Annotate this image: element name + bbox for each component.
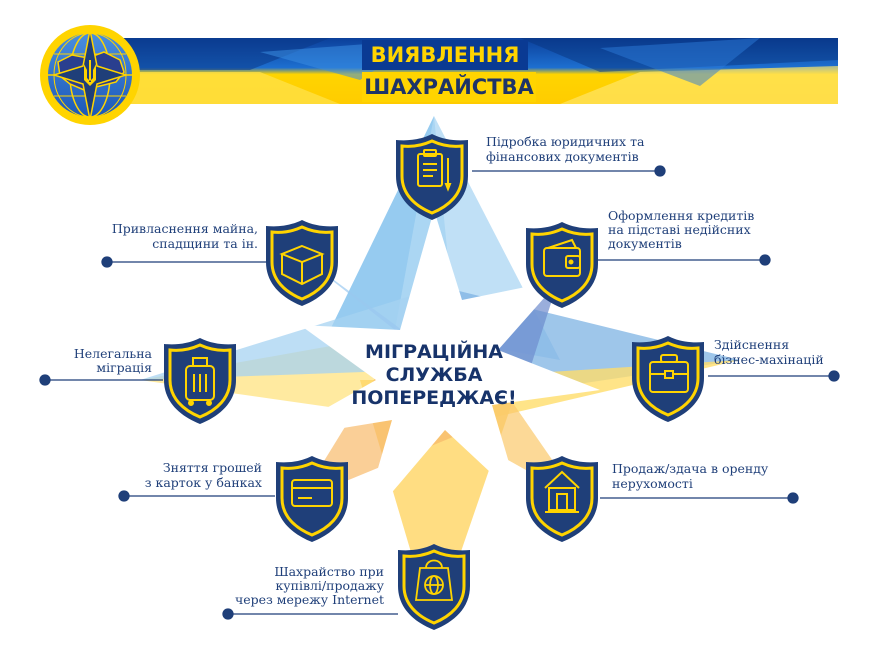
label-line: Оформлення кредитів xyxy=(608,208,754,223)
item-property-theft xyxy=(264,218,340,308)
connector-dot xyxy=(101,256,113,268)
label-card-fraud: Зняття грошей з карток у банках xyxy=(145,460,262,490)
title-line2-box xyxy=(362,72,536,102)
label-line: через мережу Internet xyxy=(235,592,384,607)
label-line: нерухомості xyxy=(612,476,693,491)
item-real-estate xyxy=(524,454,600,544)
connector-dot xyxy=(759,254,771,266)
banner-stripe xyxy=(118,38,330,70)
star-center xyxy=(270,210,600,530)
label-document-forgery: Підробка юридичних та фінансових докумен… xyxy=(486,134,645,164)
label-illegal-migration: Нелегальна міграція xyxy=(74,346,153,375)
connector-dot xyxy=(654,165,666,177)
label-real-estate: Продаж/здача в оренду нерухомості xyxy=(612,461,769,491)
center-line3: ПОПЕРЕДЖАЄ! xyxy=(351,387,516,409)
label-line: з карток у банках xyxy=(145,475,262,490)
label-line: Привласнення майна, xyxy=(112,221,258,236)
connector-lines xyxy=(39,165,840,620)
house-icon xyxy=(544,470,580,513)
label-line: міграція xyxy=(96,360,152,375)
label-credit-fraud: Оформлення кредитів на підставі недійсни… xyxy=(608,208,754,251)
luggage-icon xyxy=(185,357,215,406)
label-line: Нелегальна xyxy=(74,346,153,361)
banner-stripe xyxy=(600,38,760,86)
connector-dot xyxy=(828,370,840,382)
wallet-icon xyxy=(543,238,581,277)
label-internet-fraud: Шахрайство при купівлі/продажу через мер… xyxy=(235,564,385,607)
header-banner: ВИЯВЛЕННЯ ШАХРАЙСТВА xyxy=(118,38,838,104)
label-line: фінансових документів xyxy=(486,149,639,164)
label-line: на підставі недійсних xyxy=(608,222,751,237)
trident-icon xyxy=(84,60,96,86)
label-line: Шахрайство при xyxy=(274,564,384,579)
item-business-fraud xyxy=(630,334,706,424)
label-line: купівлі/продажу xyxy=(275,578,384,593)
title-line2: ШАХРАЙСТВА xyxy=(364,74,534,99)
document-clipboard-icon xyxy=(417,149,452,192)
label-line: Зняття грошей xyxy=(163,460,262,475)
internet-shopping-bag-icon xyxy=(414,559,454,601)
item-illegal-migration xyxy=(162,336,238,426)
shield-badge xyxy=(396,542,472,632)
briefcase-icon xyxy=(649,354,689,393)
property-box-icon xyxy=(279,244,325,286)
item-document-forgery xyxy=(394,132,470,222)
item-credit-fraud xyxy=(524,220,600,310)
connector-dot xyxy=(39,374,51,386)
label-property-theft: Привласнення майна, спадщини та ін. xyxy=(112,221,258,251)
title-line1: ВИЯВЛЕННЯ xyxy=(371,43,520,67)
center-line1: МІГРАЦІЙНА xyxy=(365,340,503,363)
item-internet-fraud xyxy=(396,542,472,632)
label-line: Здійснення xyxy=(714,337,789,352)
bank-card-icon xyxy=(291,479,333,507)
connector-dot xyxy=(118,490,130,502)
title-line1-box xyxy=(362,40,528,70)
label-line: Продаж/здача в оренду xyxy=(612,461,769,476)
shield-badge xyxy=(524,454,600,544)
label-line: спадщини та ін. xyxy=(152,236,258,251)
connector-dot xyxy=(222,608,234,620)
connector-dot xyxy=(787,492,799,504)
label-line: бізнес-махінацій xyxy=(714,352,824,367)
label-business-fraud: Здійснення бізнес-махінацій xyxy=(714,337,824,367)
item-card-fraud xyxy=(274,454,350,544)
center-line2: СЛУЖБА xyxy=(386,364,483,386)
banner-stripe xyxy=(118,72,340,104)
label-line: Підробка юридичних та xyxy=(486,134,645,149)
label-line: документів xyxy=(608,236,682,251)
migration-service-emblem-icon xyxy=(40,25,140,125)
center-message: МІГРАЦІЙНА СЛУЖБА ПОПЕРЕДЖАЄ! xyxy=(351,340,516,409)
